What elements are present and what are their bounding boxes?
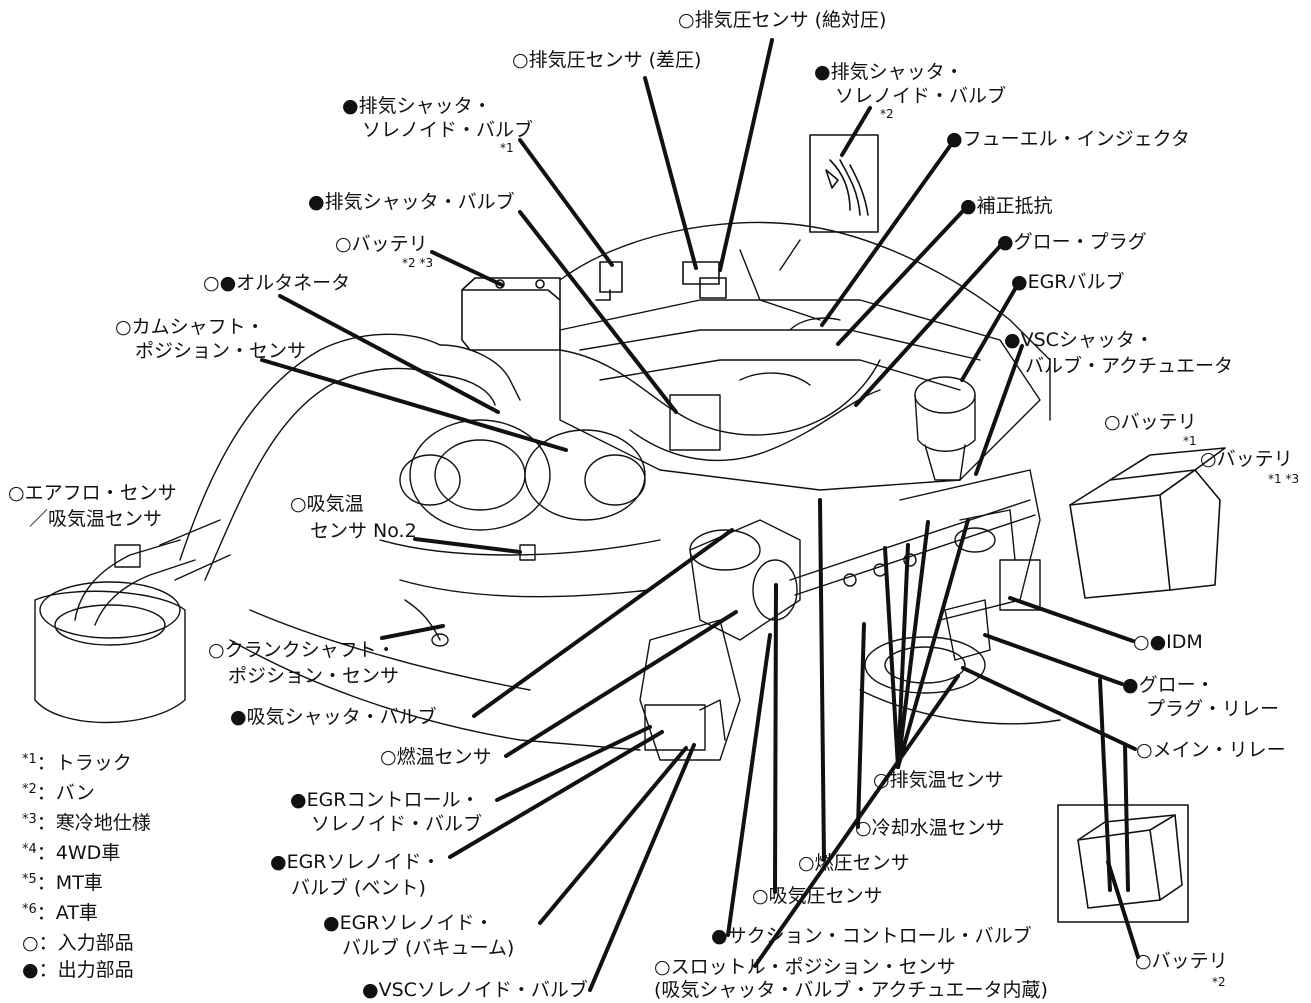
label-egr-valve: ●EGRバルブ xyxy=(1011,271,1125,293)
legend-separator: ： xyxy=(38,932,58,954)
label-main-relay: ○メイン・リレー xyxy=(1136,739,1286,761)
legend-text: 寒冷地仕様 xyxy=(55,812,151,834)
label-airflow-sensor-line1: ○エアフロ・センサ xyxy=(8,482,177,504)
label-throttle-position-sensor-line1: ○スロットル・ポジション・センサ xyxy=(654,956,956,978)
label-exhaust-shutter-solenoid-2-line2: ソレノイド・バルブ xyxy=(835,85,1007,107)
label-coolant-temp-sensor: ○冷却水温センサ xyxy=(855,817,1005,839)
label-glow-plug: ●グロー・プラグ xyxy=(997,231,1147,253)
legend-key: *1 xyxy=(22,752,37,767)
legend-key: *4 xyxy=(22,842,37,857)
label-alternator: ○●オルタネータ xyxy=(203,272,351,294)
label-egr-control-solenoid-line2: ソレノイド・バルブ xyxy=(311,813,483,835)
legend-separator: ： xyxy=(36,872,56,894)
label-fuel-temp-sensor: ○燃温センサ xyxy=(380,746,492,768)
legend-separator: ： xyxy=(36,812,56,834)
label-intake-shutter-valve: ●吸気シャッタ・バルブ xyxy=(230,706,437,728)
legend-item: *6：AT車 xyxy=(22,898,98,925)
label-exhaust-shutter-solenoid-2-line1: ●排気シャッタ・ xyxy=(814,61,964,83)
label-exhaust-shutter-solenoid-1-mark: *1 xyxy=(500,141,514,155)
leader-lines xyxy=(260,38,1140,992)
label-vsc-solenoid-valve: ●VSCソレノイド・バルブ xyxy=(362,979,588,1001)
legend-text: 4WD車 xyxy=(55,842,121,864)
legend-text: MT車 xyxy=(55,872,103,894)
label-battery-1-mark: *1 xyxy=(1183,434,1197,448)
label-exhaust-shutter-valve: ●排気シャッタ・バルブ xyxy=(308,191,515,213)
label-battery-1-3-mark: *1 *3 xyxy=(1268,472,1300,486)
label-egr-vacuum-solenoid-line2: バルブ (バキューム) xyxy=(342,937,515,959)
legend-key: *2 xyxy=(22,782,37,797)
engine-outline xyxy=(34,221,1061,761)
label-battery-2-3-mark: *2 *3 xyxy=(402,256,434,270)
legend-key: *5 xyxy=(22,872,37,887)
label-exhaust-shutter-solenoid-1-line2: ソレノイド・バルブ xyxy=(362,119,534,141)
label-battery-1-3: ○バッテリ xyxy=(1200,448,1293,470)
legend-separator: ： xyxy=(36,752,56,774)
legend-text: 出力部品 xyxy=(57,959,134,981)
legend-separator: ： xyxy=(36,842,56,864)
label-airflow-sensor-line2: ／吸気温センサ xyxy=(29,508,163,530)
label-glow-plug-relay-line2: プラグ・リレー xyxy=(1146,698,1280,720)
label-correction-resistor: ●補正抵抗 xyxy=(960,195,1053,217)
label-camshaft-sensor-line2: ポジション・センサ xyxy=(135,340,307,362)
label-intake-temp-sensor-2-line1: ○吸気温 xyxy=(290,493,364,515)
legend-item: ●：出力部品 xyxy=(22,955,134,982)
label-crankshaft-sensor-line1: ○クランクシャフト・ xyxy=(208,639,396,661)
legend-text: バン xyxy=(55,782,95,804)
label-egr-vacuum-solenoid-line1: ●EGRソレノイド・ xyxy=(323,912,494,934)
legend-item: *4：4WD車 xyxy=(22,838,120,865)
legend-key: *3 xyxy=(22,812,37,827)
label-egr-vent-solenoid-line2: バルブ (ベント) xyxy=(291,877,426,899)
legend-separator: ： xyxy=(38,959,58,981)
label-egr-vent-solenoid-line1: ●EGRソレノイド・ xyxy=(270,851,441,873)
label-camshaft-sensor-line1: ○カムシャフト・ xyxy=(115,316,265,338)
label-crankshaft-sensor-line2: ポジション・センサ xyxy=(228,665,400,687)
legend-item: *5：MT車 xyxy=(22,868,103,895)
label-battery-2: ○バッテリ xyxy=(1135,950,1228,972)
legend-key: *6 xyxy=(22,902,37,917)
legend-item: *1：トラック xyxy=(22,748,132,775)
label-exhaust-shutter-solenoid-1-line1: ●排気シャッタ・ xyxy=(342,95,492,117)
label-idm: ○●IDM xyxy=(1133,631,1203,653)
legend-text: トラック xyxy=(55,752,132,774)
label-fuel-pressure-sensor: ○燃圧センサ xyxy=(798,852,910,874)
label-exhaust-pressure-sensor-differential: ○排気圧センサ (差圧) xyxy=(512,49,702,71)
legend-item: ○：入力部品 xyxy=(22,928,134,955)
label-exhaust-pressure-sensor-absolute: ○排気圧センサ (絶対圧) xyxy=(678,9,887,31)
battery-drawings xyxy=(461,134,1226,923)
label-battery-2-3: ○バッテリ xyxy=(335,233,428,255)
legend-text: AT車 xyxy=(55,902,98,924)
legend-separator: ： xyxy=(36,782,56,804)
label-fuel-injector: ●フューエル・インジェクタ xyxy=(946,128,1190,150)
label-glow-plug-relay-line1: ●グロー・ xyxy=(1122,674,1215,696)
legend-key: ○ xyxy=(22,932,39,954)
legend-item: *2：バン xyxy=(22,778,95,805)
legend-text: 入力部品 xyxy=(57,932,134,954)
label-intake-pressure-sensor: ○吸気圧センサ xyxy=(752,885,883,907)
legend-item: *3：寒冷地仕様 xyxy=(22,808,151,835)
label-suction-control-valve: ●サクション・コントロール・バルブ xyxy=(711,925,1032,947)
label-exhaust-shutter-solenoid-2-mark: *2 xyxy=(880,107,894,121)
legend-separator: ： xyxy=(36,902,56,924)
label-throttle-position-sensor-line2: (吸気シャッタ・バルブ・アクチュエータ内蔵) xyxy=(654,979,1048,1001)
label-vsc-actuator-line1: ●VSCシャッタ・ xyxy=(1004,329,1154,351)
label-battery-1: ○バッテリ xyxy=(1104,411,1197,433)
label-egr-control-solenoid-line1: ●EGRコントロール・ xyxy=(290,789,480,811)
label-battery-2-mark: *2 xyxy=(1212,975,1226,989)
legend-key: ● xyxy=(22,959,39,981)
label-exhaust-temp-sensor: ○排気温センサ xyxy=(873,769,1004,791)
label-vsc-actuator-line2: バルブ・アクチュエータ xyxy=(1025,355,1234,377)
label-intake-temp-sensor-2-line2: センサ No.2 xyxy=(310,520,417,542)
